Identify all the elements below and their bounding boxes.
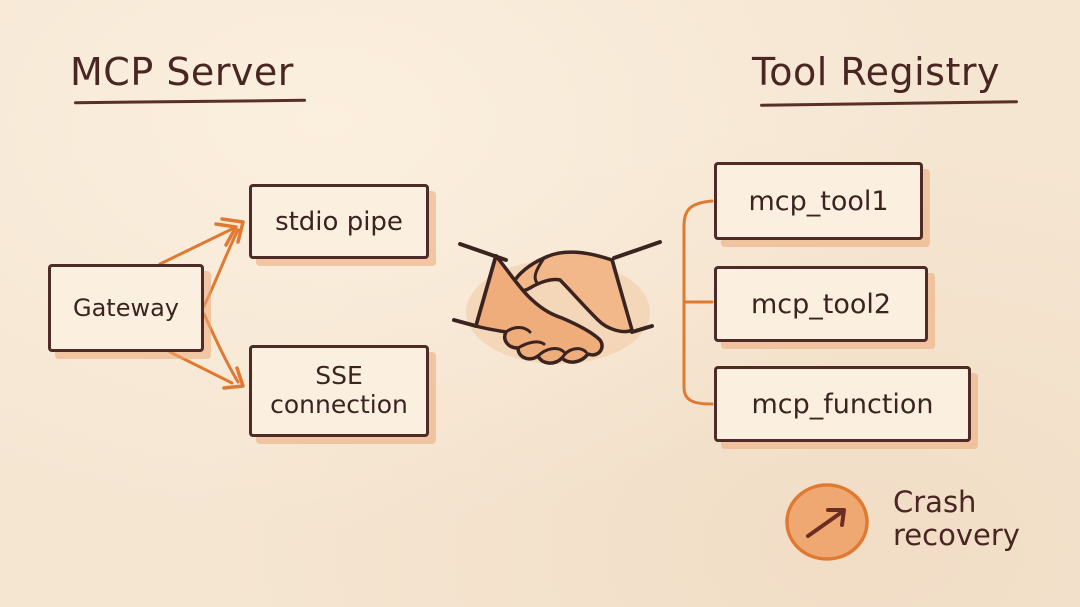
gateway-lower-branch bbox=[168, 350, 234, 385]
gateway-to-stdio-arrowhead bbox=[220, 217, 245, 244]
tool-node-1: mcp_tool1 bbox=[714, 162, 923, 240]
gateway-node: Gateway bbox=[48, 264, 204, 352]
crash-recovery-line1: Crash bbox=[893, 485, 977, 519]
sse-label-line2: connection bbox=[270, 390, 408, 419]
tool-label-3: mcp_function bbox=[751, 388, 934, 420]
tool-registry-title: Tool Registry bbox=[752, 50, 1000, 94]
gateway-label: Gateway bbox=[72, 294, 180, 322]
stdio-pipe-label: stdio pipe bbox=[275, 206, 403, 237]
sse-connection-node: SSE connection bbox=[249, 345, 429, 437]
registry-bracket bbox=[682, 199, 714, 406]
tool-node-3: mcp_function bbox=[714, 366, 971, 442]
tool-label-1: mcp_tool1 bbox=[748, 185, 889, 217]
gateway-to-stdio-arrow bbox=[202, 228, 240, 308]
sse-label-line1: SSE bbox=[315, 361, 363, 391]
gateway-to-sse-arrow bbox=[202, 312, 240, 384]
mcp-server-title: MCP Server bbox=[70, 50, 294, 94]
crash-recovery-line2: recovery bbox=[893, 518, 1020, 553]
gateway-upper-arrowhead bbox=[214, 222, 238, 247]
gateway-to-sse-arrowhead bbox=[222, 366, 245, 390]
gateway-upper-branch bbox=[158, 227, 234, 266]
tool-node-2: mcp_tool2 bbox=[714, 266, 928, 342]
handshake-icon bbox=[452, 240, 662, 365]
stdio-pipe-node: stdio pipe bbox=[249, 184, 429, 259]
tool-label-2: mcp_tool2 bbox=[750, 288, 892, 320]
arrow-up-right-circle-icon bbox=[785, 483, 869, 561]
crash-recovery-label: Crash recovery bbox=[893, 485, 1020, 553]
